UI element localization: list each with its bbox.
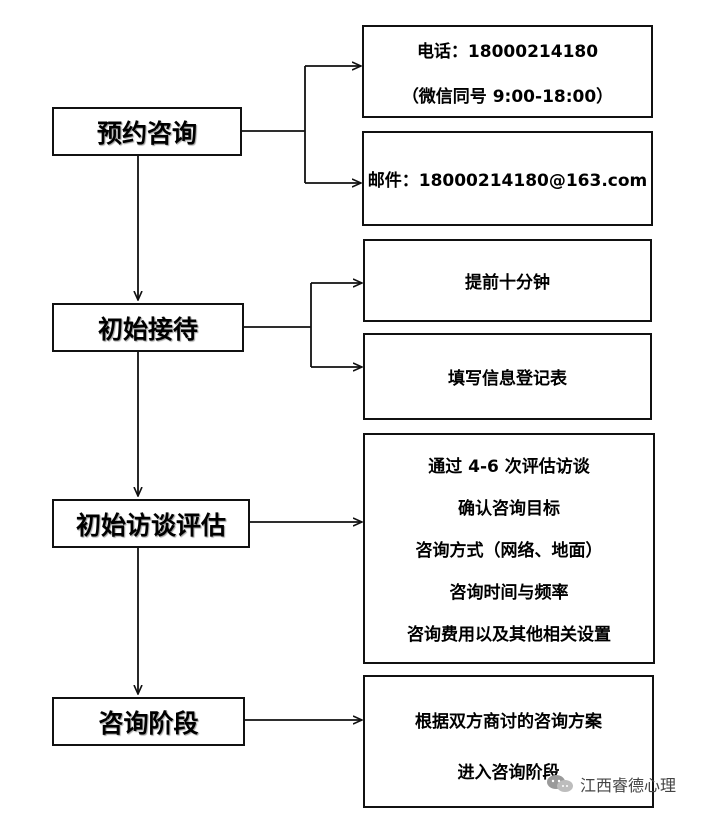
email-text: 邮件：18000214180@163.com bbox=[367, 171, 648, 191]
phone-text: 电话：18000214180 bbox=[416, 41, 599, 62]
plan-line: 根据双方商讨的咨询方案 bbox=[415, 712, 602, 732]
assessment-line: 咨询费用以及其他相关设置 bbox=[407, 625, 611, 645]
registration-form-text: 填写信息登记表 bbox=[448, 369, 567, 389]
plan-line: 进入咨询阶段 bbox=[457, 763, 560, 783]
stage-counseling: 咨询阶段 bbox=[52, 697, 245, 746]
wechat-hours-text: （微信同号 9:00-18:00） bbox=[401, 86, 614, 107]
watermark-text: 江西睿德心理 bbox=[580, 776, 677, 795]
plan-box: 根据双方商讨的咨询方案 进入咨询阶段 bbox=[363, 675, 654, 808]
wechat-icon bbox=[546, 774, 574, 794]
assessment-box: 通过 4-6 次评估访谈 确认咨询目标 咨询方式（网络、地面） 咨询时间与频率 … bbox=[363, 433, 655, 664]
assessment-line: 确认咨询目标 bbox=[458, 499, 560, 519]
early-arrival-box: 提前十分钟 bbox=[363, 239, 652, 322]
stage-appointment: 预约咨询 bbox=[52, 107, 242, 156]
contact-email-box: 邮件：18000214180@163.com bbox=[362, 131, 653, 226]
early-arrival-text: 提前十分钟 bbox=[465, 273, 550, 293]
contact-phone-box: 电话：18000214180 （微信同号 9:00-18:00） bbox=[362, 25, 653, 118]
registration-form-box: 填写信息登记表 bbox=[363, 333, 652, 420]
stage-label: 预约咨询 bbox=[96, 118, 197, 148]
watermark: 江西睿德心理 bbox=[546, 772, 676, 796]
assessment-line: 通过 4-6 次评估访谈 bbox=[428, 457, 590, 477]
stage-label: 初始接待 bbox=[97, 314, 198, 344]
stage-label: 初始访谈评估 bbox=[75, 510, 226, 540]
assessment-line: 咨询时间与频率 bbox=[449, 583, 569, 603]
stage-initial-assessment: 初始访谈评估 bbox=[52, 499, 250, 548]
assessment-line: 咨询方式（网络、地面） bbox=[415, 541, 603, 561]
stage-label: 咨询阶段 bbox=[98, 708, 199, 738]
stage-intake: 初始接待 bbox=[52, 303, 244, 352]
